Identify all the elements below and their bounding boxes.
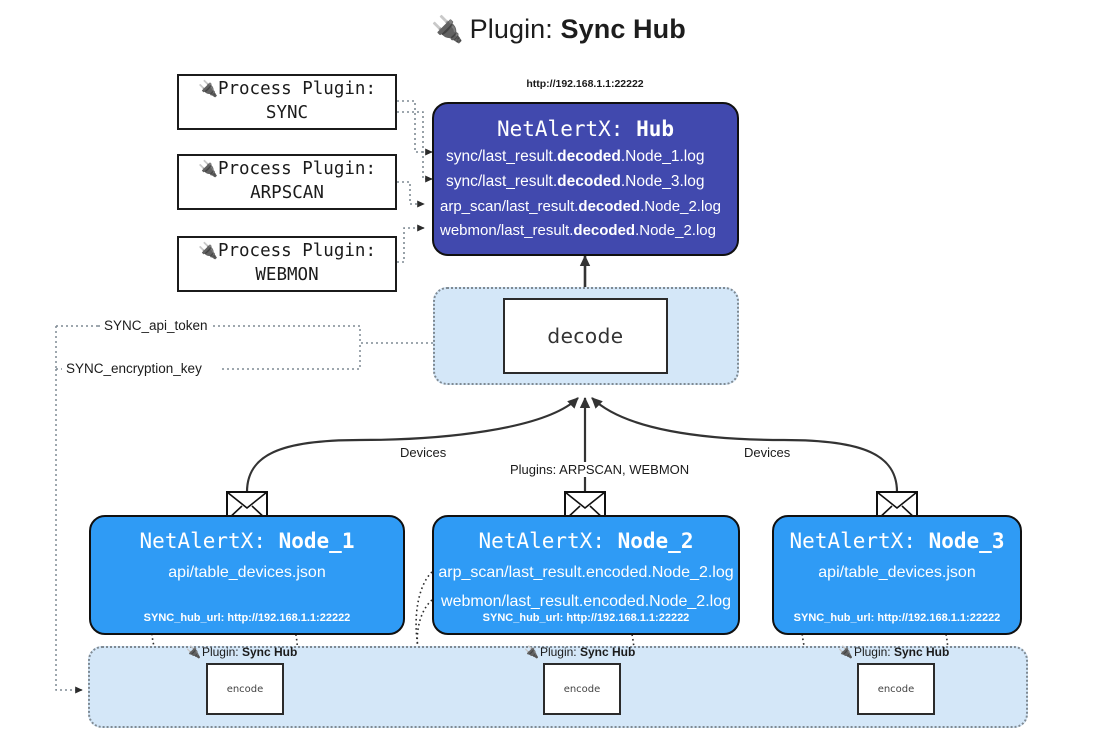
plug-icon: 🔌 bbox=[198, 79, 218, 99]
node-2-title: NetAlertX: Node_2 bbox=[478, 529, 694, 553]
title-prefix: Plugin: bbox=[469, 14, 561, 44]
devices-label-right: Devices bbox=[740, 445, 795, 460]
node-box-node-1[interactable]: NetAlertX: Node_1 api/table_devices.json… bbox=[89, 515, 405, 635]
sync-encryption-key-label: SYNC_encryption_key bbox=[62, 361, 206, 376]
title-name: Sync Hub bbox=[560, 14, 686, 44]
sync-api-token-label: SYNC_api_token bbox=[100, 318, 212, 333]
node-3-title: NetAlertX: Node_3 bbox=[789, 529, 1005, 553]
plug-icon: 🔌 bbox=[186, 645, 201, 659]
hub-log-line: sync/last_result.decoded.Node_1.log bbox=[446, 148, 705, 165]
hub-log-line: sync/last_result.decoded.Node_3.log bbox=[446, 173, 705, 190]
hub-log-line: arp_scan/last_result.decoded.Node_2.log bbox=[440, 198, 721, 215]
page-title: 🔌Plugin: Sync Hub bbox=[0, 14, 1117, 45]
encoder-caption-1: 🔌Plugin: Sync Hub bbox=[186, 645, 298, 659]
process-plugin-webmon-label: 🔌Process Plugin: bbox=[198, 241, 376, 262]
node-1-title: NetAlertX: Node_1 bbox=[139, 529, 355, 553]
node-box-node-2[interactable]: NetAlertX: Node_2 arp_scan/last_result.e… bbox=[432, 515, 740, 635]
hub-title: NetAlertX: Hub bbox=[496, 117, 674, 141]
process-plugin-sync-name: SYNC bbox=[265, 103, 309, 123]
process-plugin-arpscan-label: 🔌Process Plugin: bbox=[198, 159, 376, 180]
encode-box-2[interactable]: encode bbox=[543, 663, 621, 715]
devices-label-left: Devices bbox=[396, 445, 451, 460]
plug-icon: 🔌 bbox=[838, 645, 853, 659]
decode-box[interactable]: decode bbox=[503, 298, 668, 374]
node-box-node-3[interactable]: NetAlertX: Node_3 api/table_devices.json… bbox=[772, 515, 1022, 635]
plug-icon: 🔌 bbox=[198, 241, 218, 261]
process-plugin-arpscan-name: ARPSCAN bbox=[250, 183, 324, 203]
encoder-caption-3: 🔌Plugin: Sync Hub bbox=[838, 645, 950, 659]
process-plugin-arpscan[interactable]: 🔌Process Plugin: ARPSCAN bbox=[177, 154, 397, 210]
encoder-caption-2: 🔌Plugin: Sync Hub bbox=[524, 645, 636, 659]
plug-icon: 🔌 bbox=[431, 14, 464, 44]
hub-box[interactable]: NetAlertX: Hub sync/last_result.decoded.… bbox=[432, 102, 739, 256]
node-3-line: api/table_devices.json bbox=[818, 564, 976, 581]
node-2-footer: SYNC_hub_url: http://192.168.1.1:22222 bbox=[482, 612, 690, 624]
node-3-footer: SYNC_hub_url: http://192.168.1.1:22222 bbox=[793, 612, 1001, 624]
process-plugin-webmon-name: WEBMON bbox=[255, 265, 319, 285]
hub-log-line: webmon/last_result.decoded.Node_2.log bbox=[440, 222, 716, 239]
process-plugin-sync-label: 🔌Process Plugin: bbox=[198, 79, 376, 100]
encode-box-1[interactable]: encode bbox=[206, 663, 284, 715]
node-1-line: api/table_devices.json bbox=[168, 564, 326, 581]
encode-box-3[interactable]: encode bbox=[857, 663, 935, 715]
node-2-line: webmon/last_result.encoded.Node_2.log bbox=[441, 593, 731, 610]
process-plugin-sync[interactable]: 🔌Process Plugin: SYNC bbox=[177, 74, 397, 130]
node-2-line: arp_scan/last_result.encoded.Node_2.log bbox=[438, 564, 734, 581]
plug-icon: 🔌 bbox=[524, 645, 539, 659]
hub-url-label: http://192.168.1.1:22222 bbox=[526, 78, 644, 90]
node-1-footer: SYNC_hub_url: http://192.168.1.1:22222 bbox=[143, 612, 351, 624]
process-plugin-webmon[interactable]: 🔌Process Plugin: WEBMON bbox=[177, 236, 397, 292]
plug-icon: 🔌 bbox=[198, 159, 218, 179]
plugins-label-center: Plugins: ARPSCAN, WEBMON bbox=[506, 462, 694, 477]
